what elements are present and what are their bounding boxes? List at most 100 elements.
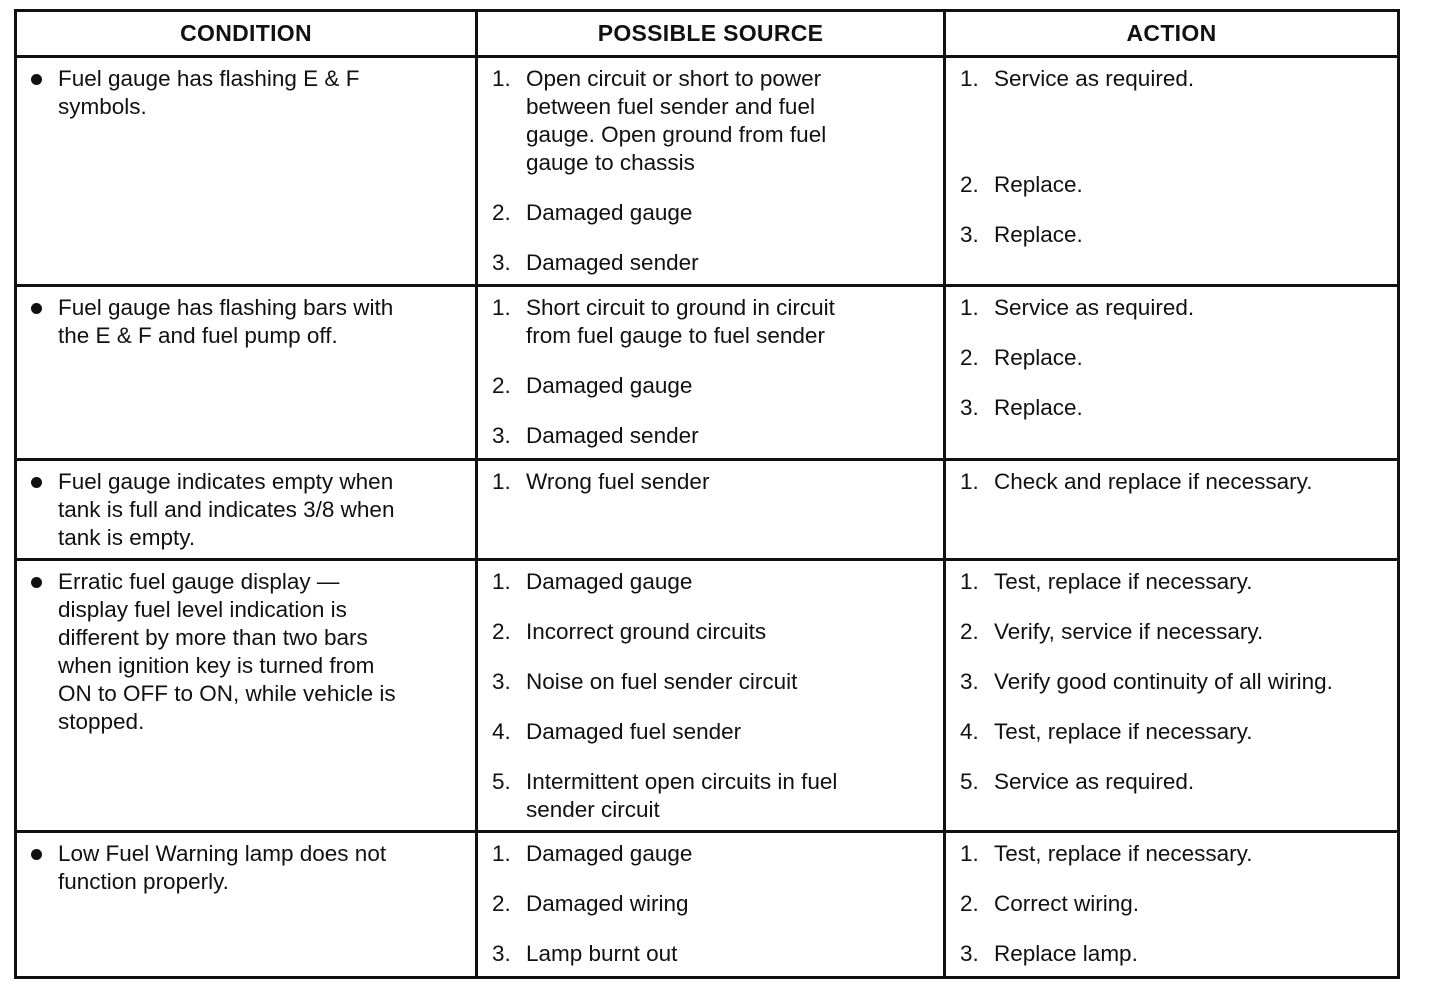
action-item-text: Correct wiring.: [994, 891, 1140, 916]
source-list: 1. Open circuit or short to power between…: [478, 58, 943, 283]
condition: Fuel gauge has flashing E & F symbols.: [17, 58, 475, 121]
source-item-number: 1.: [492, 469, 511, 494]
source-item-number: 1.: [492, 66, 511, 91]
action-item-number: 1.: [960, 66, 979, 91]
source-item-text: Damaged wiring: [526, 891, 689, 916]
action-item-text: Replace.: [994, 172, 1083, 197]
source-item-number: 3.: [492, 941, 511, 966]
condition: Erratic fuel gauge display — display fue…: [17, 561, 475, 736]
source-item-text: Damaged gauge: [526, 569, 693, 594]
action-item: 1. Test, replace if necessary.: [960, 568, 1387, 596]
action-item-number: 2.: [960, 345, 979, 370]
table-row: Fuel gauge indicates empty when tank is …: [14, 458, 1400, 561]
header-condition: CONDITION: [14, 9, 478, 58]
source-item: 2. Damaged gauge: [492, 372, 933, 400]
condition-cell: Erratic fuel gauge display — display fue…: [14, 558, 478, 833]
source-item-number: 5.: [492, 769, 511, 794]
action-item: 1.Service as required.: [960, 294, 1387, 322]
source-item-number: 2.: [492, 373, 511, 398]
action-item: 3. Verify good continuity of all wiring.: [960, 668, 1387, 696]
source-item: 2.Incorrect ground circuits: [492, 618, 933, 646]
source-item-text: Damaged sender: [526, 250, 699, 275]
action-list: 1. Test, replace if necessary. 2. Correct w…: [946, 833, 1397, 974]
action-item: 5.Service as required.: [960, 768, 1387, 796]
source-item-text: Lamp burnt out: [526, 941, 678, 966]
action-item: 2. Correct wiring.: [960, 890, 1387, 918]
source-item-text: Intermittent open circuits in fuel sende…: [526, 769, 838, 822]
condition-text: Fuel gauge has flashing E & F symbols.: [58, 66, 360, 119]
action-item-number: 3.: [960, 395, 979, 420]
condition: Fuel gauge has flashing bars with the E …: [17, 287, 475, 350]
header-action: ACTION: [943, 9, 1400, 58]
source-item-text: Damaged gauge: [526, 373, 693, 398]
action-item-number: 3.: [960, 669, 979, 694]
source-item: 3.Damaged sender: [492, 422, 933, 450]
header-row: CONDITION POSSIBLE SOURCE ACTION: [14, 9, 1400, 58]
source-item-text: Wrong fuel sender: [526, 469, 710, 494]
action-item-text: Check and replace if necessary.: [994, 469, 1313, 494]
condition-text: Low Fuel Warning lamp does not function …: [58, 841, 387, 894]
action-item-number: 1.: [960, 841, 979, 866]
action-cell: 1.Service as required. 2. Replace. 3. Repla…: [943, 284, 1400, 461]
source-item: 3. Lamp burnt out: [492, 940, 933, 968]
condition-cell: Fuel gauge has flashing E & F symbols.: [14, 55, 478, 287]
condition-text: Fuel gauge indicates empty when tank is …: [58, 469, 395, 550]
source-item: 1.Damaged gauge: [492, 840, 933, 868]
source-cell: 1.Damaged gauge 2. Damaged wiring 3. Lamp bu…: [475, 830, 946, 979]
action-item: 2.Verify, service if necessary.: [960, 618, 1387, 646]
action-item-text: Verify good continuity of all wiring.: [994, 669, 1333, 694]
action-item-text: Test, replace if necessary.: [994, 569, 1253, 594]
source-item-text: Open circuit or short to power between f…: [526, 66, 827, 175]
condition: Low Fuel Warning lamp does not function …: [17, 833, 475, 896]
action-item-text: Service as required.: [994, 66, 1195, 91]
source-item-number: 2.: [492, 891, 511, 916]
action-list: 1. Test, replace if necessary. 2.Verify, s…: [946, 561, 1397, 802]
bullet-icon: [31, 74, 42, 85]
header-possible-source: POSSIBLE SOURCE: [475, 9, 946, 58]
source-item: 2. Damaged gauge: [492, 199, 933, 227]
action-cell: 1.Service as required. 2.Replace.3.Repla…: [943, 55, 1400, 287]
condition-cell: Fuel gauge indicates empty when tank is …: [14, 458, 478, 561]
source-item-number: 2.: [492, 619, 511, 644]
action-item-text: Test, replace if necessary.: [994, 841, 1253, 866]
table-row: Low Fuel Warning lamp does not function …: [14, 830, 1400, 979]
action-item-number: 3.: [960, 941, 979, 966]
action-item-number: 1.: [960, 569, 979, 594]
action-item-text: Test, replace if necessary.: [994, 719, 1253, 744]
source-item: 3.Damaged sender: [492, 249, 933, 277]
source-item: 1. Wrong fuel sender: [492, 468, 933, 496]
action-item-text: Replace.: [994, 345, 1083, 370]
source-item: 2. Damaged wiring: [492, 890, 933, 918]
action-cell: 1. Test, replace if necessary. 2. Correct w…: [943, 830, 1400, 979]
source-item: 5. Intermittent open circuits in fuel sen…: [492, 768, 933, 824]
source-item-number: 1.: [492, 295, 511, 320]
action-item-number: 4.: [960, 719, 979, 744]
bullet-icon: [31, 849, 42, 860]
source-item-number: 2.: [492, 200, 511, 225]
source-item: 4.Damaged fuel sender: [492, 718, 933, 746]
action-item: 3. Replace lamp.: [960, 940, 1387, 968]
table-row: Fuel gauge has flashing bars with the E …: [14, 284, 1400, 461]
action-list: 1.Service as required. 2. Replace. 3. Repla…: [946, 287, 1397, 428]
source-cell: 1. Open circuit or short to power between…: [475, 55, 946, 287]
action-item: 2. Replace.: [960, 344, 1387, 372]
source-item: 1.Short circuit to ground in circuit fro…: [492, 294, 933, 350]
source-item-text: Damaged gauge: [526, 200, 693, 225]
action-item-number: 2.: [960, 891, 979, 916]
source-item-number: 1.: [492, 569, 511, 594]
action-cell: 1.Check and replace if necessary.: [943, 458, 1400, 561]
action-item: 4. Test, replace if necessary.: [960, 718, 1387, 746]
condition-text: Erratic fuel gauge display — display fue…: [58, 569, 396, 734]
source-list: 1. Wrong fuel sender: [478, 461, 943, 502]
action-item-text: Service as required.: [994, 769, 1195, 794]
action-item-text: Service as required.: [994, 295, 1195, 320]
action-item: 3.Replace.: [960, 221, 1387, 249]
action-item-text: Replace lamp.: [994, 941, 1138, 966]
source-item-number: 3.: [492, 669, 511, 694]
source-list: 1.Short circuit to ground in circuit fro…: [478, 287, 943, 456]
diagnosis-table: CONDITION POSSIBLE SOURCE ACTION Fuel ga…: [14, 9, 1400, 979]
source-item: 1. Damaged gauge: [492, 568, 933, 596]
source-item: 3.Noise on fuel sender circuit: [492, 668, 933, 696]
table-row: Fuel gauge has flashing E & F symbols. 1.…: [14, 55, 1400, 287]
source-list: 1. Damaged gauge 2.Incorrect ground circui…: [478, 561, 943, 830]
